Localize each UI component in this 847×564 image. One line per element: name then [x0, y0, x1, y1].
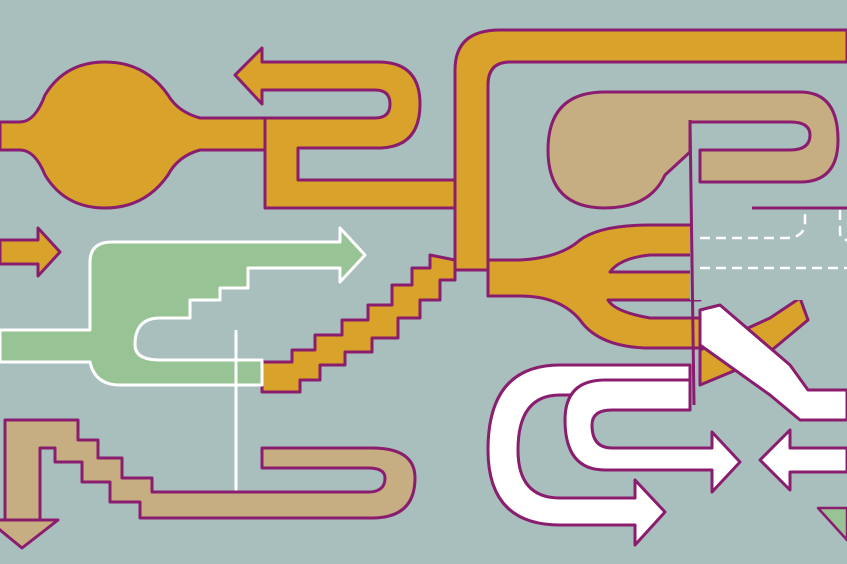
white-u-turn-arrow-outer [486, 363, 692, 547]
white-diagonal-pipe [698, 303, 847, 422]
mustard-top-pipe [453, 28, 847, 272]
dashed-line-right [838, 210, 847, 242]
sage-corner-triangle [816, 506, 847, 542]
white-left-arrow [758, 428, 847, 492]
dashed-line-upper [700, 210, 807, 240]
tan-staircase-pipe [3, 418, 417, 527]
tan-down-arrow [0, 518, 60, 550]
sage-arrow-pipe [0, 226, 367, 387]
tan-loop-pipe [546, 90, 840, 210]
mustard-u-turn-arrow [233, 46, 457, 210]
mustard-stepped-pipe [260, 253, 457, 394]
white-u-turn-arrow-inner [563, 378, 742, 494]
gray-panel [690, 210, 847, 300]
vertical-divider [688, 119, 696, 406]
mustard-short-arrow [0, 226, 62, 278]
